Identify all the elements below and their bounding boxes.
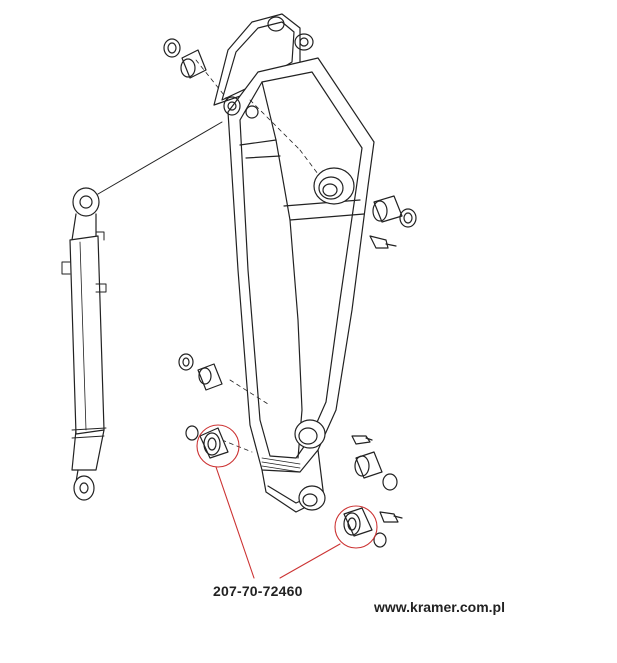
part-number-label: 207-70-72460 xyxy=(213,583,303,599)
arm-boss-bottom xyxy=(298,485,326,511)
bushing-lower-left xyxy=(185,425,229,459)
arm-boss-upper xyxy=(313,167,355,205)
bushing-right-upper xyxy=(369,195,417,249)
arm-body xyxy=(213,13,375,513)
bushing-mid-left xyxy=(178,353,223,391)
hydraulic-cylinder xyxy=(61,121,223,501)
website-url: www.kramer.com.pl xyxy=(374,599,505,615)
bracket-pin-holes xyxy=(223,16,314,119)
arm-boss-lower xyxy=(294,419,326,449)
part-callout xyxy=(196,424,378,579)
bushing-bottom-right xyxy=(343,507,403,548)
bushing-lower-right xyxy=(351,435,398,491)
bushing-top-left xyxy=(163,38,229,101)
